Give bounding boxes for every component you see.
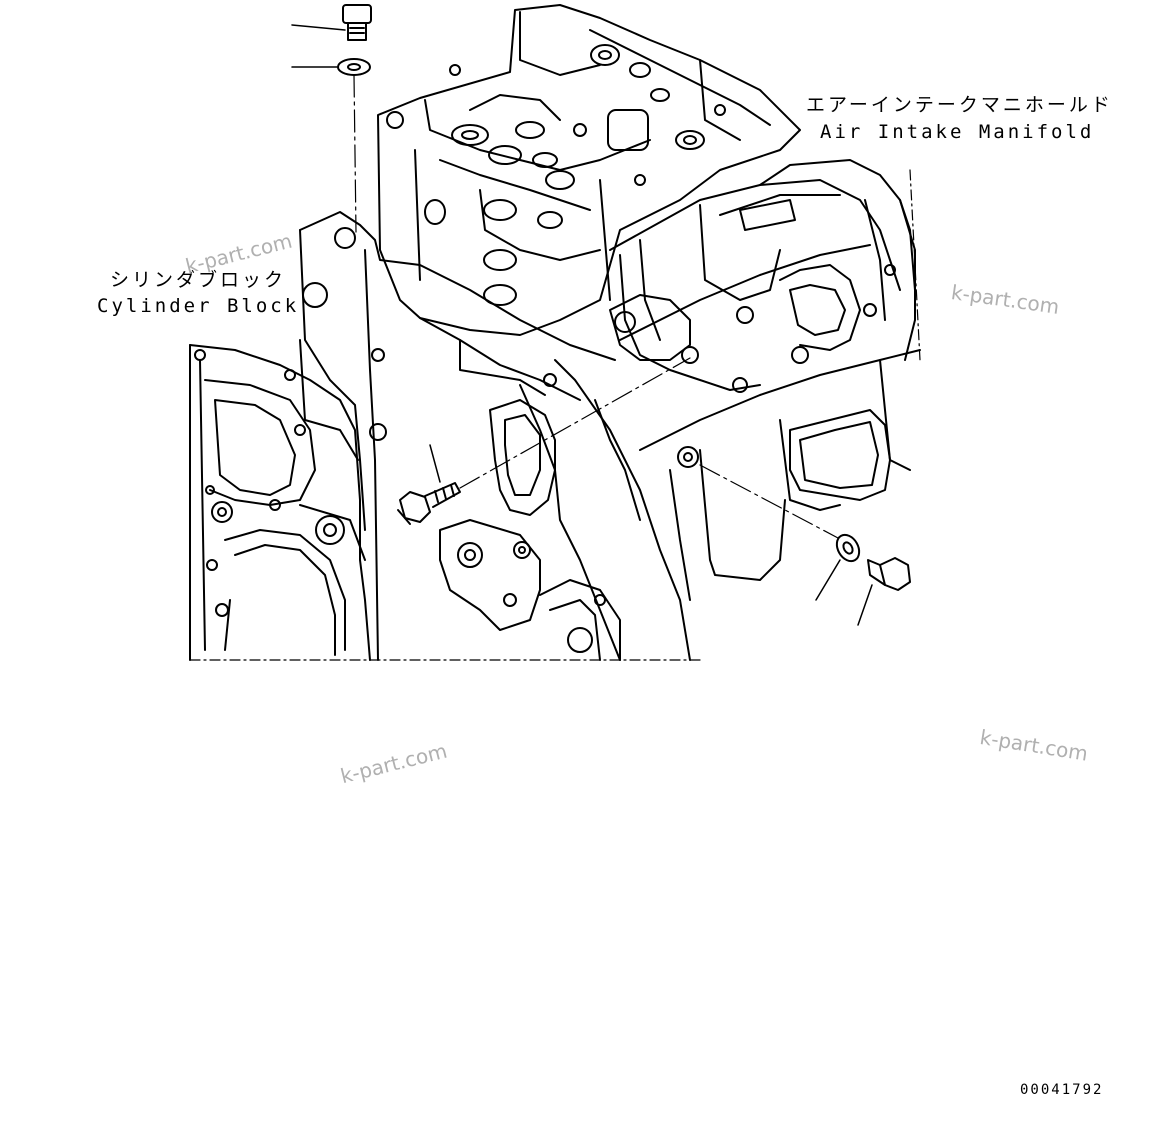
cylinder-block-label-en: Cylinder Block (97, 295, 300, 317)
top-washer (337, 58, 371, 76)
air-intake-manifold-label-jp: エアーインテークマニホールド (806, 94, 1113, 116)
air-intake-manifold (609, 159, 916, 393)
center-flange-bolt (397, 482, 461, 525)
cylinder-block (299, 211, 921, 661)
cylinder-block-label-jp: シリンダブロック (110, 269, 287, 291)
head-ports (386, 44, 726, 306)
drawing-number: 00041792 (1020, 1082, 1104, 1098)
mount-plate (439, 399, 621, 661)
front-cover (189, 344, 371, 661)
center-lines (353, 74, 839, 539)
air-intake-manifold-label-en: Air Intake Manifold (820, 121, 1095, 143)
outlet-flange (677, 409, 891, 501)
leader-lines (291, 24, 873, 626)
right-bolt (867, 557, 911, 591)
right-washer (835, 533, 861, 563)
cut-lines (189, 169, 921, 661)
cylinder-head (377, 4, 801, 336)
top-bolt (342, 4, 372, 41)
